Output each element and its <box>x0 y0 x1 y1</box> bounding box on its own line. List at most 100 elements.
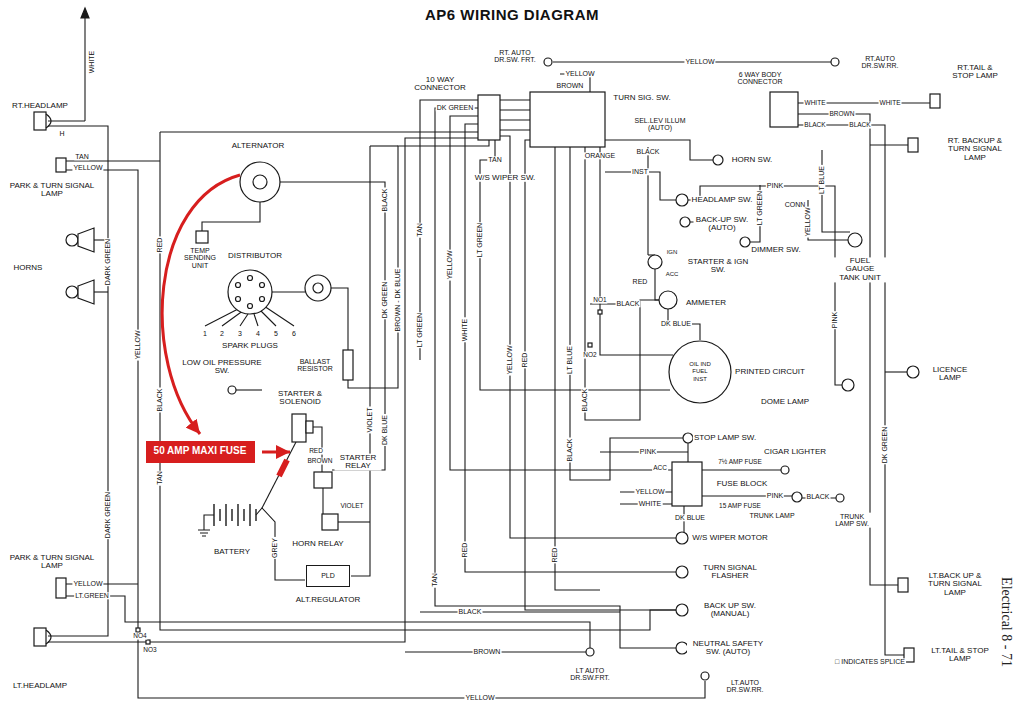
component-symbol <box>676 604 688 616</box>
wire <box>48 138 478 642</box>
regulator-box: PLD <box>306 565 350 587</box>
part-label: BROWN <box>829 111 856 118</box>
part-label: BROWN <box>307 458 334 465</box>
component-symbol <box>78 280 94 304</box>
part-label: RED <box>551 547 558 564</box>
part-label: LOW OIL PRESSURE SW. <box>176 359 268 376</box>
part-label: NO3 <box>142 647 157 654</box>
part-label: 4 <box>255 330 261 337</box>
part-label: 1 <box>202 330 208 337</box>
part-label: TRUNK LAMP <box>748 512 795 519</box>
part-label: SPARK PLUGS <box>221 342 279 350</box>
part-label: LT AUTO DR.SW.FRT. <box>559 667 621 682</box>
part-label: GREY <box>271 537 278 559</box>
wire <box>338 521 370 522</box>
component-symbol <box>648 255 662 269</box>
wire <box>322 488 323 514</box>
wire <box>84 16 85 121</box>
wire <box>48 16 930 698</box>
part-label: DOME LAMP <box>760 398 810 406</box>
part-label: TAN <box>431 572 438 587</box>
part-label: ALTERNATOR <box>231 142 285 150</box>
part-label: INST <box>631 168 649 175</box>
component-symbol <box>701 672 709 680</box>
wire <box>435 108 676 648</box>
wire <box>798 114 898 585</box>
component-symbol <box>313 283 323 293</box>
component-symbol <box>78 228 94 252</box>
part-label: LT.BACK UP & TURN SIGNAL LAMP <box>919 572 991 597</box>
red-callout-arrow <box>279 460 287 476</box>
part-label: FUEL GAUGE TANK UNIT <box>834 257 886 282</box>
component-symbol <box>907 366 919 378</box>
component-symbol <box>659 291 677 309</box>
part-label: □ INDICATES SPLICE <box>834 658 906 665</box>
part-label: RED <box>521 352 528 369</box>
wire <box>687 443 688 462</box>
part-label: LT GREEN <box>476 222 483 258</box>
component-symbol <box>260 283 265 288</box>
wire <box>450 116 672 470</box>
fuse-callout: 50 AMP MAXI FUSE <box>146 441 255 463</box>
part-label: 6 WAY BODY CONNECTOR <box>729 71 791 86</box>
part-label: TAN <box>74 153 89 160</box>
component-symbol <box>676 532 688 544</box>
wire <box>702 469 781 470</box>
part-label: HEADLAMP SW. <box>691 196 754 204</box>
part-label: PARK & TURN SIGNAL LAMP <box>6 182 98 199</box>
part-label: YELLOW <box>464 694 495 701</box>
battery-symbol <box>214 504 256 526</box>
part-label: CIGAR LIGHTER <box>763 448 827 456</box>
node-text: OIL IND <box>689 361 710 369</box>
part-label: BALLAST RESISTOR <box>292 358 339 373</box>
part-label: LICENCE LAMP <box>927 366 974 383</box>
part-label: WHITE <box>638 500 663 507</box>
wire <box>272 291 305 292</box>
part-label: YELLOW <box>506 344 513 375</box>
component-symbol <box>676 566 688 578</box>
part-label: TAN <box>487 156 502 163</box>
part-label: RED <box>632 278 649 285</box>
part-label: WHITE <box>804 100 827 107</box>
component-symbol <box>34 8 940 680</box>
part-label: BLACK <box>636 148 661 155</box>
battery-symbol <box>214 504 256 526</box>
part-label: RT.AUTO DR.SW.RR. <box>854 55 906 70</box>
component-symbol <box>305 275 331 301</box>
part-label: PINK <box>766 182 784 189</box>
wire <box>500 100 530 130</box>
part-label: YELLOW <box>804 206 811 237</box>
component-symbol <box>146 640 150 644</box>
part-label: ALT.REGULATOR <box>295 596 361 604</box>
part-label: PARK & TURN SIGNAL LAMP <box>6 554 98 571</box>
component-symbol <box>898 578 908 592</box>
wire <box>585 147 659 420</box>
part-label: RT. AUTO DR.SW. FRT. <box>489 49 541 64</box>
node-text: INST <box>693 376 707 384</box>
component-symbol <box>314 472 332 488</box>
part-label: TAN <box>156 470 163 485</box>
part-label: BACK-UP SW. (AUTO) <box>694 216 751 233</box>
component-symbol <box>836 494 844 502</box>
part-label: WHITE <box>88 50 95 75</box>
part-label: YELLOW <box>134 329 141 360</box>
wire <box>808 200 848 240</box>
wire <box>870 144 908 145</box>
wire <box>202 202 260 231</box>
part-label: YELLOW <box>564 70 595 77</box>
part-label: TURN SIG. SW. <box>612 94 671 102</box>
component-symbol <box>260 297 265 302</box>
part-label: AMMETER <box>685 299 727 307</box>
node-text: PLD <box>321 572 335 580</box>
component-symbol <box>930 94 940 108</box>
part-label: BLACK <box>458 608 483 615</box>
part-label: WHITE <box>879 100 902 107</box>
part-label: STARTER & IGN SW. <box>685 258 752 275</box>
wire <box>331 288 348 350</box>
component-symbol <box>781 466 789 474</box>
part-label: BLACK <box>806 493 831 500</box>
part-label: BLACK <box>566 438 573 463</box>
component-symbol <box>683 433 693 443</box>
red-callout-arrow <box>162 175 240 434</box>
component-symbol <box>848 233 862 247</box>
